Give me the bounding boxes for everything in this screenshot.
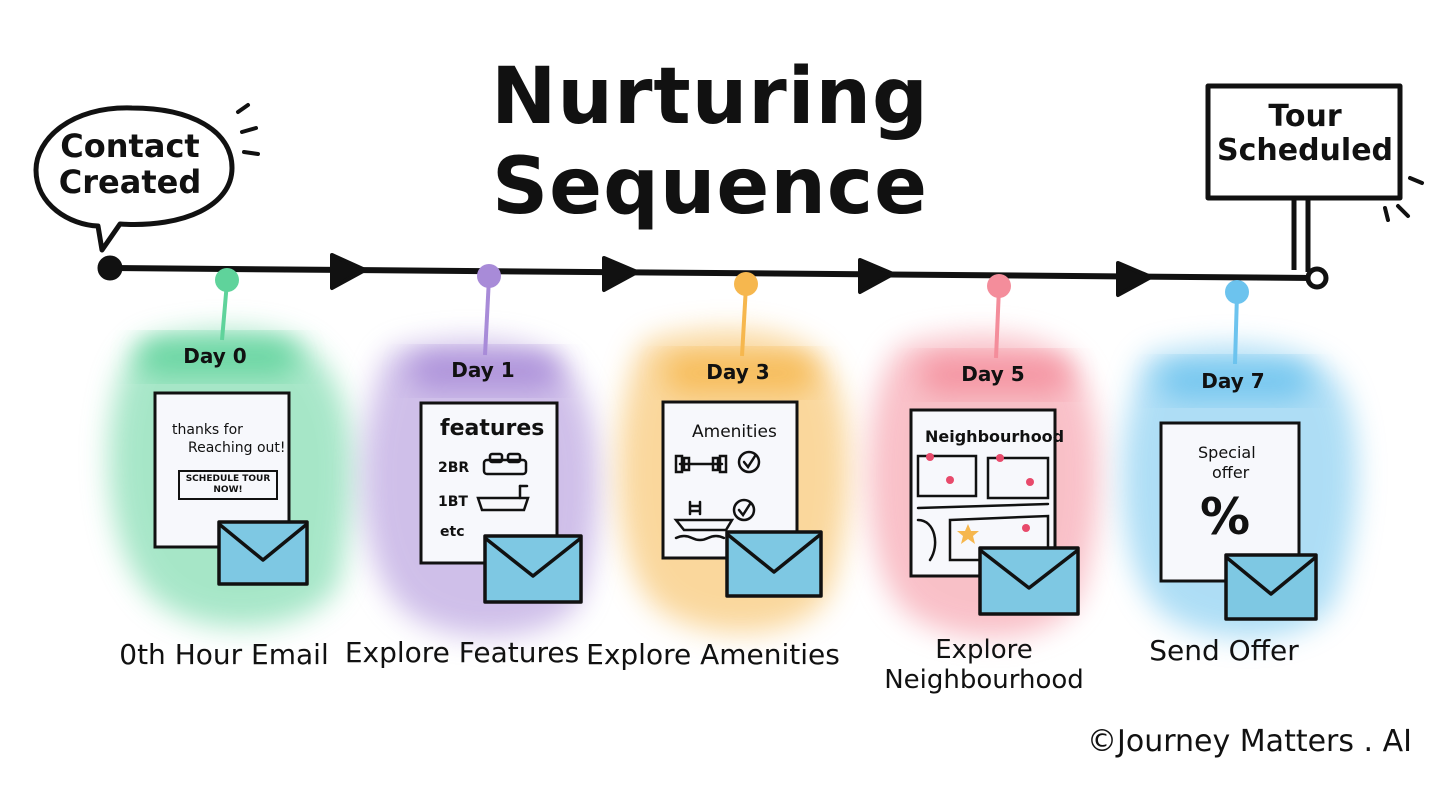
end-label: Tour Scheduled	[1212, 100, 1398, 168]
envelope-icon	[483, 534, 583, 604]
percent-symbol: %	[1200, 488, 1251, 546]
pill-day-0	[138, 338, 298, 376]
end-label-line-1: Tour	[1268, 99, 1342, 134]
pill-day-7	[1160, 362, 1310, 400]
map-pin-icon	[926, 453, 1034, 532]
pin-stem	[994, 287, 1001, 359]
check-mark	[742, 454, 757, 470]
arrow-icon	[330, 253, 367, 290]
card-text: 2BR	[438, 460, 470, 476]
check-icon	[732, 498, 756, 522]
diagram-title: Nurturing Sequence	[491, 52, 929, 232]
envelope-icon	[217, 520, 309, 586]
copyright-notice: ©Journey Matters . AI	[1087, 724, 1412, 759]
timeline-end-ring	[1305, 266, 1329, 290]
pin-head	[987, 274, 1011, 298]
card-text: Reaching out!	[188, 440, 286, 456]
badge-line-2: NOW!	[213, 485, 243, 495]
emphasis-marks	[236, 103, 1424, 222]
pin-stem	[483, 277, 491, 356]
day-pills	[138, 338, 1310, 400]
pill-day-3	[665, 354, 815, 392]
step-label: Explore Amenities	[586, 638, 840, 671]
envelope-icon	[1224, 553, 1318, 621]
pin-head	[215, 268, 239, 292]
contact-created-bubble	[33, 105, 235, 253]
card-text: offer	[1212, 463, 1250, 482]
day-label: Day 0	[183, 344, 247, 368]
arrow-icon	[1116, 261, 1153, 297]
card-text: 1BT	[438, 494, 468, 510]
pin-head	[477, 264, 501, 288]
card-text: Special	[1198, 443, 1256, 462]
tour-scheduled-signpost	[1205, 83, 1403, 272]
pin-head	[734, 272, 758, 296]
pool-icon	[673, 500, 735, 542]
end-label-line-2: Scheduled	[1216, 133, 1394, 168]
check-mark	[737, 502, 752, 518]
envelope-icon	[725, 530, 823, 598]
dumbbell-icon	[674, 454, 728, 474]
card-text: thanks for	[172, 422, 243, 438]
day-label: Day 7	[1201, 369, 1265, 393]
timeline-pins	[215, 264, 1249, 365]
card-heading: Neighbourhood	[925, 427, 1065, 446]
pin-stem	[1233, 293, 1239, 365]
envelopes	[217, 520, 1318, 621]
day-label: Day 5	[961, 362, 1025, 386]
start-label-line-1: Contact	[60, 127, 200, 165]
check-icon	[737, 450, 761, 474]
pill-day-5	[920, 356, 1070, 394]
arrow-icon	[858, 258, 895, 294]
timeline	[97, 253, 1329, 297]
start-label-line-2: Created	[58, 163, 202, 201]
day-label: Day 1	[451, 358, 515, 382]
card-text: etc	[440, 524, 465, 540]
day-label: Day 3	[706, 360, 770, 384]
arrow-icon	[602, 256, 639, 292]
start-label: Contact Created	[40, 128, 220, 200]
schedule-tour-badge: SCHEDULE TOUR NOW!	[178, 470, 278, 500]
pin-head	[1225, 280, 1249, 304]
bathtub-icon	[476, 484, 530, 512]
step-label: Send Offer	[1149, 634, 1299, 667]
envelope-icon	[978, 546, 1080, 616]
timeline-start-dot	[97, 255, 123, 281]
step-label: 0th Hour Email	[119, 638, 329, 671]
step-label: Explore Neighbourhood	[884, 635, 1084, 695]
step-label: Explore Features	[344, 636, 580, 669]
speech-bubble-shape	[33, 105, 235, 253]
card-heading: Amenities	[692, 422, 777, 442]
card-heading: features	[440, 416, 545, 441]
sign-board	[1205, 83, 1403, 201]
timeline-line	[105, 265, 1318, 281]
star-icon	[957, 524, 979, 544]
bed-icon	[482, 452, 528, 476]
badge-line-1: SCHEDULE TOUR	[185, 474, 271, 484]
pill-day-1	[410, 352, 560, 390]
pin-stem	[740, 285, 748, 357]
